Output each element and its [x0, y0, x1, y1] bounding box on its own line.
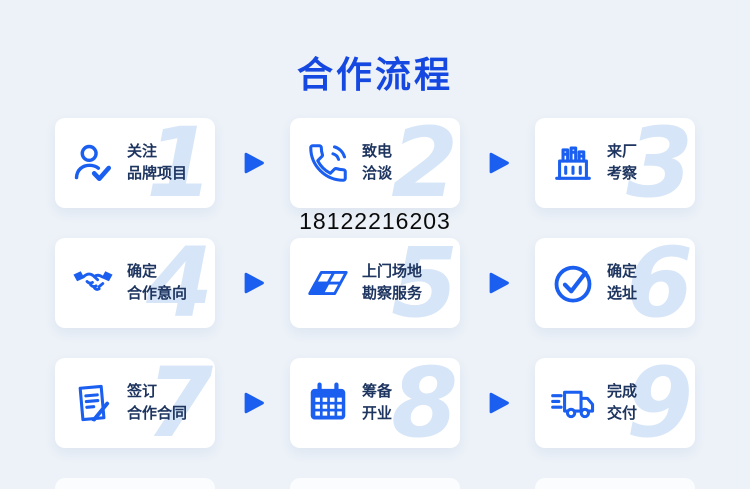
arrow-right-icon: [215, 390, 290, 416]
step-label-line1: 上门场地: [362, 263, 423, 281]
step-label-line1: 完成: [607, 383, 638, 401]
contract-sign-icon: [70, 380, 116, 426]
arrow-right-icon: [460, 270, 535, 296]
step-label: 致电 洽谈: [362, 141, 392, 185]
step-label-line2: 品牌项目: [127, 165, 188, 182]
step-card-8: 8 筹备 开业: [290, 358, 460, 448]
step-number-watermark: 2: [391, 118, 458, 208]
step-card-6: 6 确定 选址: [535, 238, 695, 328]
step-card-5: 5 上门场地 勘察服务: [290, 238, 460, 328]
step-label: 关注 品牌项目: [127, 141, 187, 185]
step-card-7: 7 签订 合作合同: [55, 358, 215, 448]
step-number-watermark: 7: [146, 358, 213, 448]
step-number-watermark: 5: [391, 238, 458, 328]
step-label: 确定 合作意向: [127, 261, 187, 305]
factory-icon: [550, 140, 596, 186]
step-label-line1: 确定: [607, 263, 638, 281]
page-title: 合作流程: [296, 54, 453, 95]
step-card-9: 9 完成 交付: [535, 358, 695, 448]
check-circle-icon: [550, 260, 596, 306]
step-label-line1: 筹备: [362, 383, 393, 401]
flow-row-3: 7 签订 合作合同: [55, 358, 695, 448]
step-number-watermark: 6: [626, 238, 693, 328]
step-label: 完成 交付: [607, 381, 637, 425]
step-label-line2: 合作意向: [127, 285, 188, 302]
step-label-line2: 选址: [607, 285, 638, 302]
step-label: 确定 选址: [607, 261, 637, 305]
step-label-line1: 来厂: [607, 143, 638, 161]
arrow-right-icon: [460, 390, 535, 416]
step-label-line2: 考察: [607, 165, 638, 182]
step-label-line1: 关注: [127, 143, 158, 161]
step-label: 上门场地 勘察服务: [362, 261, 422, 305]
delivery-truck-icon: [550, 380, 596, 426]
arrow-right-icon: [215, 270, 290, 296]
step-number-watermark: 3: [626, 118, 693, 208]
step-card-2: 2 致电 洽谈: [290, 118, 460, 208]
step-card-3: 3 来厂 考察: [535, 118, 695, 208]
steps-grid: 1 关注 品牌项目 2: [55, 118, 695, 478]
phone-number: 18122216203: [299, 208, 451, 234]
step-label: 来厂 考察: [607, 141, 637, 185]
step-number-watermark: 4: [146, 238, 213, 328]
step-number-watermark: 8: [391, 358, 458, 448]
step-label-line2: 勘察服务: [362, 285, 423, 302]
step-label-line1: 签订: [127, 383, 158, 401]
step-card-1: 1 关注 品牌项目: [55, 118, 215, 208]
flow-row-2: 4 确定 合作意向: [55, 238, 695, 328]
arrow-right-icon: [460, 150, 535, 176]
phone-call-icon: [305, 140, 351, 186]
step-card-4: 4 确定 合作意向: [55, 238, 215, 328]
handshake-icon: [70, 260, 116, 306]
site-survey-icon: [305, 260, 351, 306]
calendar-icon: [305, 380, 351, 426]
step-number-watermark: 9: [626, 358, 693, 448]
step-label: 筹备 开业: [362, 381, 392, 425]
step-label-line1: 确定: [127, 263, 158, 281]
step-label-line1: 致电: [362, 143, 393, 161]
cropped-next-row-hint: [290, 478, 460, 489]
step-number-watermark: 1: [146, 118, 213, 208]
flow-row-1: 1 关注 品牌项目 2: [55, 118, 695, 208]
user-check-icon: [70, 140, 116, 186]
step-label: 签订 合作合同: [127, 381, 187, 425]
step-label-line2: 合作合同: [127, 405, 188, 422]
cropped-next-row-hint: [535, 478, 695, 489]
step-label-line2: 开业: [362, 405, 393, 422]
step-label-line2: 洽谈: [362, 165, 393, 182]
cropped-next-row-hint: [55, 478, 215, 489]
arrow-right-icon: [215, 150, 290, 176]
step-label-line2: 交付: [607, 405, 638, 422]
